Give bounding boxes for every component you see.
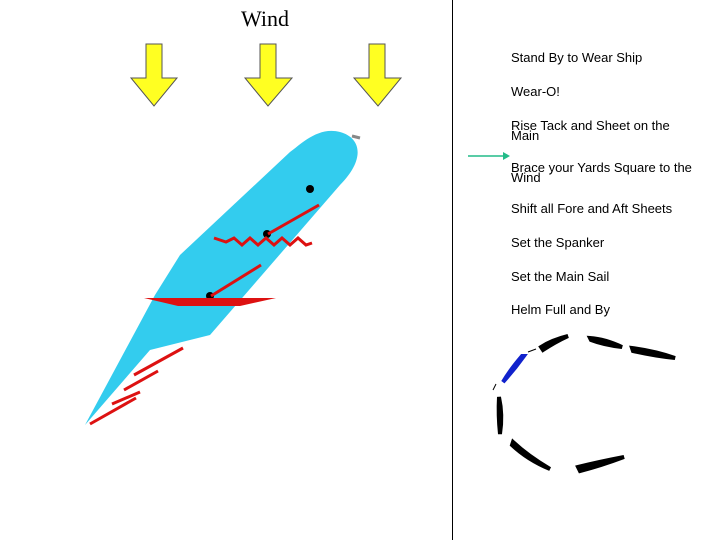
down-arrow-icon (352, 43, 403, 107)
ring-segment (509, 438, 552, 471)
main-spar (210, 263, 262, 298)
ring-segment (538, 334, 569, 353)
step-item: Shift all Fore and Aft Sheets (511, 201, 673, 216)
ship (85, 130, 361, 426)
ring-tail (527, 348, 537, 353)
spanker-boom (167, 298, 247, 304)
down-arrow-icon (129, 43, 179, 107)
wind-arrows (129, 43, 403, 107)
step-item: Wear-O! (511, 84, 560, 99)
step-item: Set the Spanker (511, 235, 605, 250)
jib-sheet-1 (133, 346, 184, 377)
divider-line (452, 0, 453, 540)
ring-tail (492, 383, 497, 391)
main-sail (213, 236, 313, 247)
ring-segment (496, 396, 504, 435)
wind-label: Wind (241, 6, 289, 31)
fore-yard (267, 203, 320, 236)
step-item: Stand By to Wear Ship (511, 50, 643, 65)
step-item: Helm Full and By (511, 302, 610, 317)
yards (89, 203, 320, 426)
step-item: Set the Main Sail (511, 269, 610, 284)
ship-hull (85, 130, 358, 425)
progress-ring (492, 334, 676, 474)
jib-sheet-4 (89, 396, 137, 426)
ring-segment (629, 345, 676, 360)
ring-segment (501, 354, 528, 384)
down-arrow-icon (243, 43, 294, 107)
jib-sheet-2 (123, 369, 159, 392)
right-arrow-icon (468, 152, 510, 160)
bowsprit-tip (351, 134, 361, 140)
ring-segment (575, 455, 625, 474)
ring-segment (586, 335, 623, 349)
foremast (306, 185, 314, 193)
jib-sheet-3 (111, 390, 141, 406)
